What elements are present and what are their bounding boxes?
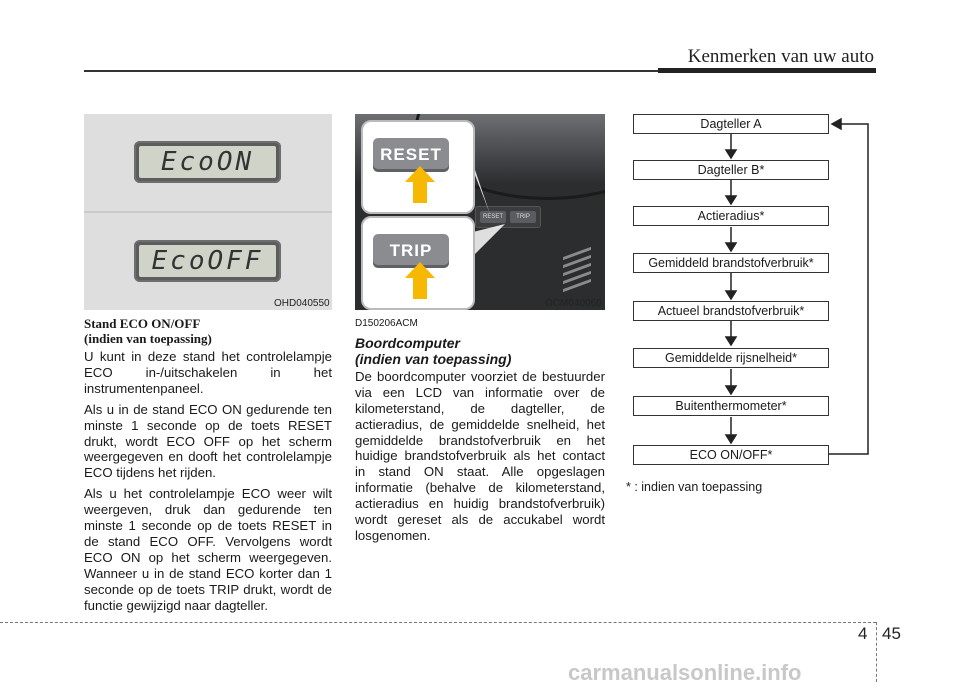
flow-item-trip-a: Dagteller A [633, 114, 829, 134]
figure-code-eco: OHD040550 [274, 298, 330, 309]
running-header: Kenmerken van uw auto [687, 46, 874, 67]
header-rule-accent [658, 68, 876, 73]
small-trip-button: TRIP [510, 211, 536, 223]
eco-lcd-figure: EcoON EcoOFF [84, 114, 332, 310]
reset-callout: RESET [361, 120, 475, 214]
section-code: D150206ACM [355, 318, 418, 329]
footer-separator [876, 622, 877, 682]
trip-button: TRIP [373, 234, 449, 268]
footer-rule [0, 622, 876, 623]
eco-section: Stand ECO ON/OFF (indien van toepassing)… [84, 316, 332, 619]
lcd-display-eco-off: EcoOFF [134, 240, 281, 282]
chapter-number: 4 [858, 624, 868, 643]
paragraph: Als u het controlelampje ECO weer wilt w… [84, 486, 332, 613]
paragraph: Als u in de stand ECO ON gedurende ten m… [84, 401, 332, 481]
figure-code-trip: OCM040060 [545, 298, 602, 309]
flow-item-avg-fuel: Gemiddeld brandstofverbruik* [633, 253, 829, 273]
header-rule [84, 70, 658, 72]
trip-computer-title: Boordcomputer [355, 334, 460, 351]
lcd-display-eco-on: EcoON [134, 141, 281, 183]
trip-reset-figure: RESET TRIP RESET TRIP [355, 114, 605, 310]
page-number: 45 [882, 624, 901, 643]
flow-item-outside-temp: Buitenthermometer* [633, 396, 829, 416]
figure-divider [84, 211, 332, 213]
watermark: carmanualsonline.info [568, 660, 802, 685]
paragraph: U kunt in deze stand het controlelampje … [84, 349, 332, 396]
dashboard-button-cluster: RESET TRIP [475, 206, 541, 228]
reset-button: RESET [373, 138, 449, 172]
arrow-stem [413, 277, 427, 299]
arrow-up-icon [405, 262, 435, 278]
flow-footnote: * : indien van toepassing [626, 480, 763, 494]
flow-item-range: Actieradius* [633, 206, 829, 226]
arrow-stem [413, 181, 427, 203]
trip-computer-section: D150206ACM Boordcomputer (indien van toe… [355, 316, 605, 549]
flow-item-trip-b: Dagteller B* [633, 160, 829, 180]
paragraph: De boordcomputer voorziet de bestuurder … [355, 368, 605, 543]
small-reset-button: RESET [480, 211, 506, 223]
lcd-text-eco-off: EcoOFF [139, 245, 276, 277]
eco-section-title: Stand ECO ON/OFF [84, 316, 201, 331]
flow-item-current-fuel: Actueel brandstofverbruik* [633, 301, 829, 321]
flow-item-avg-speed: Gemiddelde rijsnelheid* [633, 348, 829, 368]
trip-callout: TRIP [361, 216, 475, 310]
trip-computer-subtitle: (indien van toepassing) [355, 350, 512, 367]
lcd-text-eco-on: EcoON [139, 146, 276, 178]
flow-item-eco: ECO ON/OFF* [633, 445, 829, 465]
eco-section-subtitle: (indien van toepassing) [84, 331, 212, 346]
arrow-up-icon [405, 166, 435, 182]
